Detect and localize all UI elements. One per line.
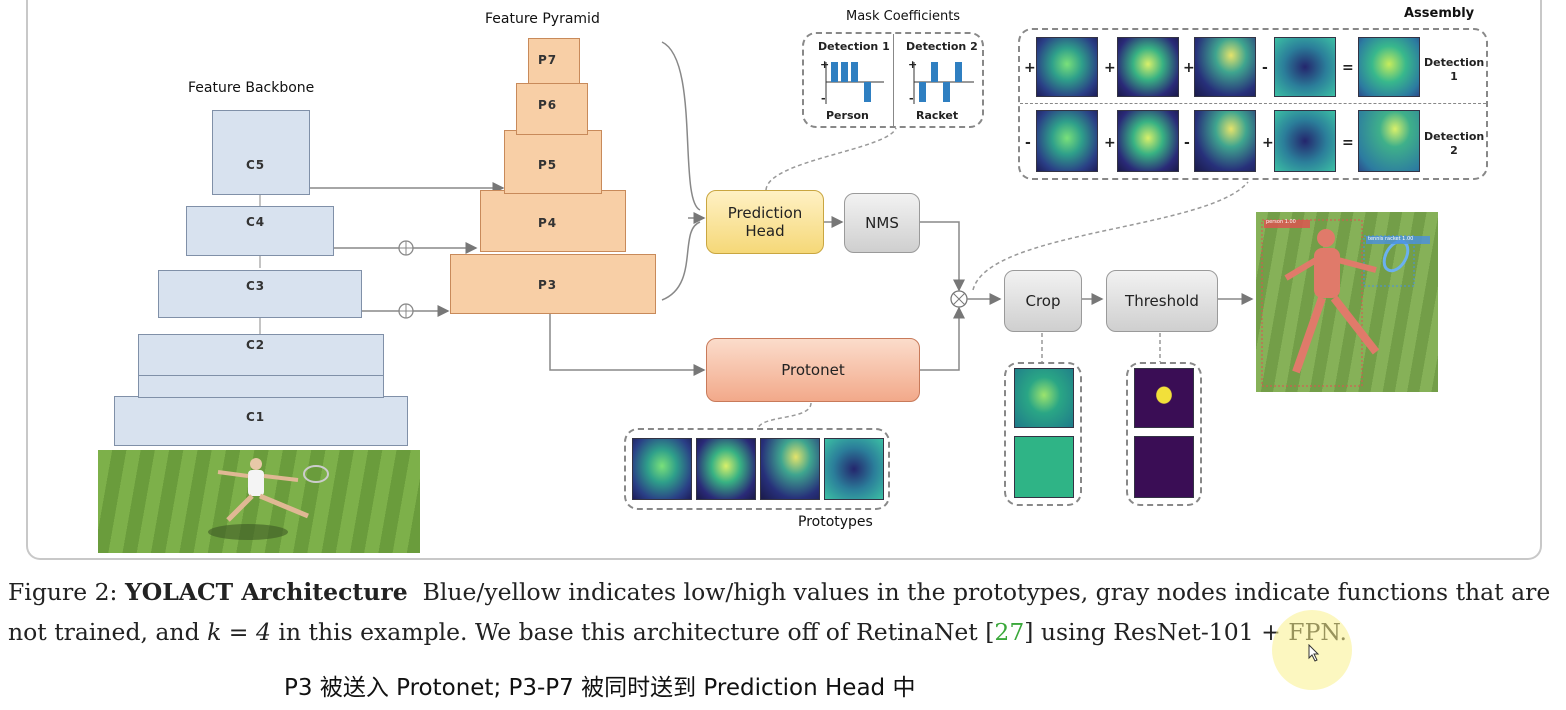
pyramid-level-p6 xyxy=(516,83,588,135)
crop-output-box xyxy=(1004,362,1082,506)
assembly-op: + xyxy=(1262,135,1274,151)
racket-box-label: tennis racket 1.00 xyxy=(1368,236,1414,242)
assembly-op: - xyxy=(1262,60,1268,76)
backbone-level-c5 xyxy=(212,110,310,195)
assembly-detection2-label: Detection 2 xyxy=(1424,130,1485,157)
caption-reference-link[interactable]: 27 xyxy=(994,618,1025,646)
coef-detection2-plus: + xyxy=(908,58,918,71)
backbone-level-c2 xyxy=(138,334,384,376)
assembly-box xyxy=(1018,28,1488,180)
connector-lines xyxy=(259,41,1254,429)
assembly-prototype-tile xyxy=(1036,37,1098,97)
assembly-prototype-tile xyxy=(1274,110,1336,172)
pyramid-label-p4: P4 xyxy=(538,216,558,230)
coef-detection2-minus: - xyxy=(909,92,914,105)
assembly-op: - xyxy=(1184,135,1190,151)
segmented-player-figure xyxy=(1261,219,1430,387)
coef-detection1-label: Detection 1 xyxy=(818,40,890,53)
caption-title: YOLACT Architecture xyxy=(124,578,408,606)
assembly-result-tile xyxy=(1358,37,1420,97)
coef-bar xyxy=(919,82,926,102)
assembly-title: Assembly xyxy=(1404,6,1475,21)
coef-racket-label: Racket xyxy=(916,109,959,122)
pyramid-level-p5 xyxy=(504,130,602,194)
coef-bar xyxy=(931,62,938,82)
input-tennis-image xyxy=(98,450,420,553)
backbone-level-c4 xyxy=(186,206,334,256)
coef-bar xyxy=(851,62,858,82)
prototype-tile xyxy=(632,438,692,500)
threshold-node: Threshold xyxy=(1106,270,1218,332)
assembly-op: = xyxy=(1342,135,1354,151)
assembly-divider xyxy=(1020,103,1486,104)
caption-math: k = 4 xyxy=(207,618,271,646)
assembly-prototype-tile xyxy=(1194,110,1256,172)
assembly-prototype-tile xyxy=(1117,37,1179,97)
prototype-tile xyxy=(696,438,756,500)
prediction-head-node: Prediction Head xyxy=(706,190,824,254)
coef-bar xyxy=(831,62,838,82)
video-subtitle: P3 被送入 Protonet; P3-P7 被同时送到 Prediction … xyxy=(284,675,916,701)
caption-prefix: Figure 2: xyxy=(8,578,125,606)
pyramid-label-p3: P3 xyxy=(538,278,558,292)
coef-bar xyxy=(864,82,871,102)
pyramid-title: Feature Pyramid xyxy=(485,11,600,27)
pyramid-label-p7: P7 xyxy=(538,53,558,67)
tennis-player-figure xyxy=(208,458,329,540)
backbone-label-c4: C4 xyxy=(246,215,266,229)
assembly-op: + xyxy=(1104,60,1116,76)
assembly-op: - xyxy=(1025,135,1031,151)
coef-bar xyxy=(841,62,848,82)
pyramid-level-p3 xyxy=(450,254,656,314)
assembly-op: + xyxy=(1024,60,1036,76)
prototypes-box xyxy=(624,428,890,510)
backbone-label-c2: C2 xyxy=(246,338,266,352)
assembly-detection1-label: Detection 1 xyxy=(1424,56,1485,83)
crop-output-tile-2 xyxy=(1014,436,1074,498)
assembly-prototype-tile xyxy=(1117,110,1179,172)
mouse-cursor-icon xyxy=(1308,644,1320,662)
coef-detection2-label: Detection 2 xyxy=(906,40,978,53)
mask-coefficients-box xyxy=(802,32,984,128)
prototype-tile xyxy=(760,438,820,500)
coef-detection1-minus: - xyxy=(821,92,826,105)
nms-node: NMS xyxy=(844,193,920,253)
backbone-level-c3 xyxy=(158,270,362,318)
output-segmentation-image: person 1.00 tennis racket 1.00 xyxy=(1256,212,1438,392)
crop-output-tile-1 xyxy=(1014,368,1074,428)
coef-bar xyxy=(955,62,962,82)
pyramid-label-p6: P6 xyxy=(538,98,558,112)
threshold-output-tile-1 xyxy=(1134,368,1194,428)
coef-divider xyxy=(893,34,894,126)
assembly-op: + xyxy=(1104,135,1116,151)
assembly-result-tile xyxy=(1358,110,1420,172)
caption-text-2: in this example. We base this architectu… xyxy=(270,618,995,646)
architecture-figure: Feature Backbone C5 C4 C3 C2 C1 Feature … xyxy=(26,0,1542,560)
prototype-tile xyxy=(824,438,884,500)
protonet-node: Protonet xyxy=(706,338,920,402)
pyramid-level-p7 xyxy=(528,38,580,84)
assembly-op: + xyxy=(1183,60,1195,76)
assembly-prototype-tile xyxy=(1274,37,1336,97)
coef-detection1-plus: + xyxy=(820,58,830,71)
threshold-output-tile-2 xyxy=(1134,436,1194,498)
prototypes-label: Prototypes xyxy=(798,514,873,530)
backbone-title: Feature Backbone xyxy=(188,80,315,96)
crop-node: Crop xyxy=(1004,270,1082,332)
backbone-label-c1: C1 xyxy=(246,410,266,424)
coef-bar xyxy=(943,82,950,102)
backbone-label-c5: C5 xyxy=(246,158,266,172)
coef-person-label: Person xyxy=(826,109,869,122)
pyramid-level-p4 xyxy=(480,190,626,252)
threshold-output-box xyxy=(1126,362,1202,506)
person-box-label: person 1.00 xyxy=(1266,219,1296,225)
caption-text-1: Blue/yellow indicates low/high values in… xyxy=(8,578,1558,646)
assembly-prototype-tile xyxy=(1036,110,1098,172)
assembly-op: = xyxy=(1342,60,1354,76)
assembly-prototype-tile xyxy=(1194,37,1256,97)
mask-coefficients-title: Mask Coefficients xyxy=(846,9,961,24)
pyramid-label-p5: P5 xyxy=(538,158,558,172)
backbone-label-c3: C3 xyxy=(246,279,266,293)
